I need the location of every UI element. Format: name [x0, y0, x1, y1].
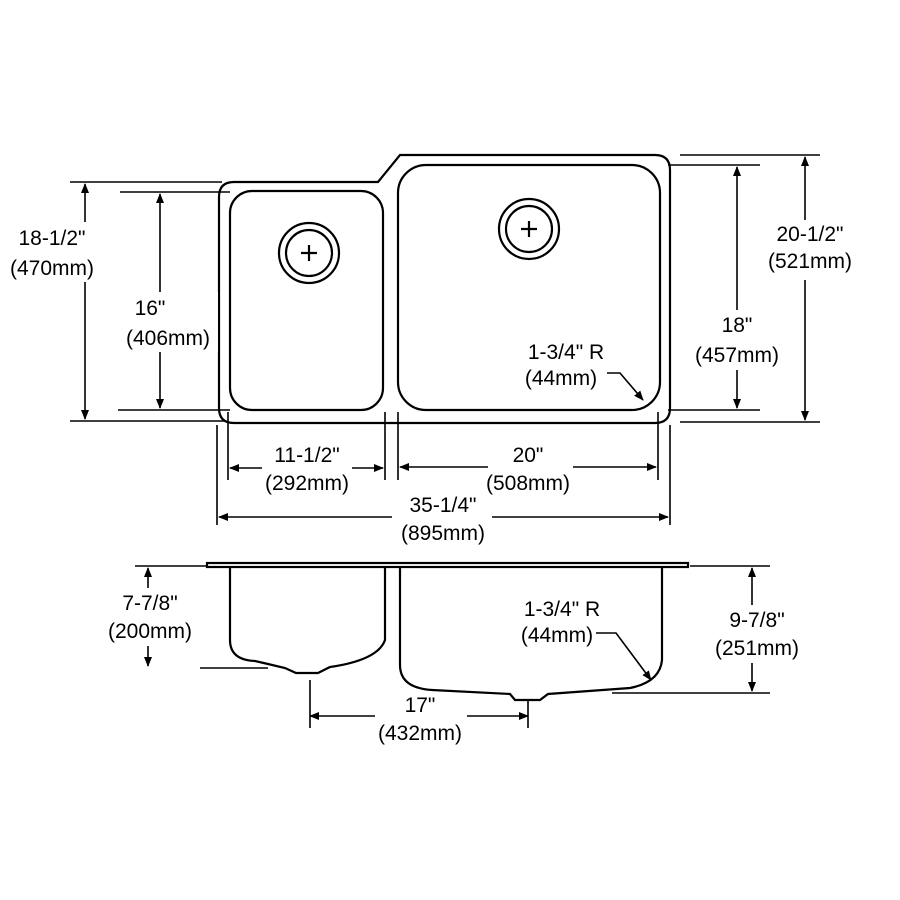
left-drain-icon — [277, 221, 341, 285]
radius-leader-side — [596, 632, 652, 681]
dim-right-width-in: 20" — [513, 444, 544, 467]
radius-label-side-in: 1-3/4" R — [524, 598, 600, 621]
radius-leader-top — [607, 372, 644, 401]
dim-right-depth-mm: (457mm) — [695, 344, 779, 367]
dim-drain-spacing-mm: (432mm) — [378, 722, 462, 745]
radius-label-side-mm: (44mm) — [521, 624, 593, 647]
extension-lines-top — [70, 154, 820, 525]
dim-left-height-in: 7-7/8" — [122, 592, 177, 615]
dim-left-width-mm: (292mm) — [265, 472, 349, 495]
dim-overall-width-in: 35-1/4" — [410, 494, 477, 517]
radius-label-top-in: 1-3/4" R — [528, 341, 604, 364]
dim-left-depth-mm: (406mm) — [126, 327, 210, 350]
sink-rim — [205, 561, 690, 569]
dim-drain-spacing-in: 17" — [405, 694, 436, 717]
right-bowl — [396, 163, 662, 412]
dim-right-height-in: 9-7/8" — [729, 609, 784, 632]
dim-overall-width-mm: (895mm) — [401, 522, 485, 545]
dim-right-height-mm: (251mm) — [715, 637, 799, 660]
right-drain-icon — [497, 197, 561, 261]
dim-overall-depth-mm: (470mm) — [10, 257, 94, 280]
dim-overall-depth-in: 18-1/2" — [19, 227, 86, 250]
sink-outline — [217, 153, 672, 425]
left-bowl — [228, 189, 385, 412]
radius-label-top-mm: (44mm) — [525, 367, 597, 390]
dim-right-width-mm: (508mm) — [486, 472, 570, 495]
dim-left-width-in: 11-1/2" — [274, 444, 339, 467]
dim-overall-depth-right-mm: (521mm) — [768, 250, 852, 273]
dim-left-height-mm: (200mm) — [108, 620, 192, 643]
top-view: 18-1/2" (470mm) 16" (406mm) 18" (457mm) … — [10, 153, 860, 547]
dim-right-depth-in: 18" — [722, 314, 753, 337]
left-bowl-profile — [228, 567, 387, 675]
dim-overall-depth-right-in: 20-1/2" — [777, 223, 844, 246]
side-view: 7-7/8" (200mm) 9-7/8" (251mm) 17" (432mm… — [100, 561, 806, 748]
dim-left-depth-in: 16" — [135, 297, 166, 320]
